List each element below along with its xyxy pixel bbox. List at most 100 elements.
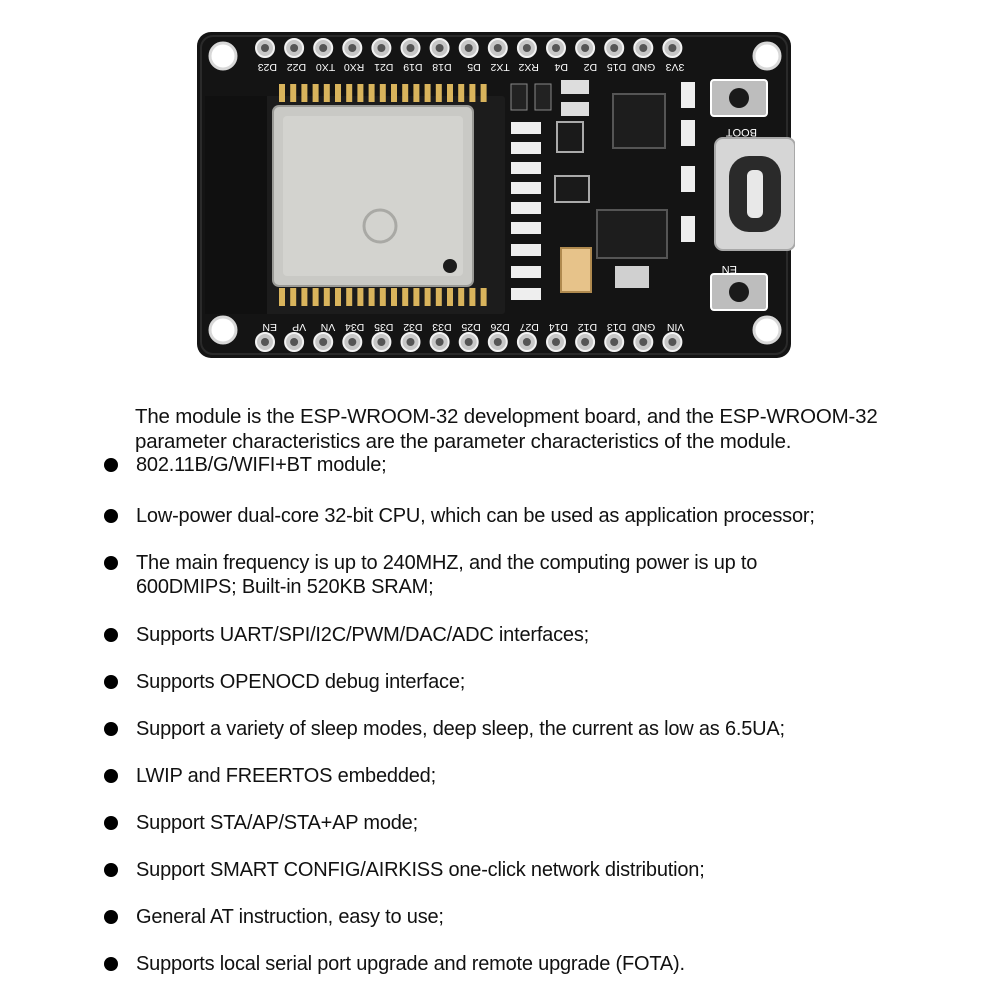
module-pad (435, 288, 442, 306)
feature-item: General AT instruction, easy to use; (104, 905, 444, 929)
module-pad (480, 84, 487, 102)
module-pads-bottom (279, 288, 487, 306)
feature-text: The main frequency is up to 240MHZ, and … (136, 552, 758, 598)
boot-button (710, 79, 768, 117)
header-pin-hole (319, 338, 328, 346)
header-pin-hole (610, 44, 619, 52)
module-pad (480, 288, 487, 306)
header-pin-hole (522, 338, 531, 346)
header-pin-hole (668, 338, 677, 346)
bullet-icon (104, 957, 118, 971)
module-pad (379, 84, 386, 102)
module-pad (346, 288, 353, 306)
esp-wroom-32-module (205, 84, 505, 314)
top-header-pins (255, 38, 683, 58)
top-pin-label: D22 (287, 61, 306, 73)
header-pin-hole (290, 338, 299, 346)
bottom-pin-label: D27 (519, 321, 538, 333)
bottom-pin-label: D35 (374, 321, 393, 333)
header-pin-hole (581, 44, 590, 52)
bullet-icon (104, 722, 118, 736)
module-pad (357, 288, 364, 306)
top-pin-label: GND (632, 61, 656, 73)
bullet-icon (104, 769, 118, 783)
feature-text: Support a variety of sleep modes, deep s… (136, 718, 785, 740)
bottom-header-pins (255, 332, 683, 352)
module-pad (368, 84, 375, 102)
feature-text: Support SMART CONFIG/AIRKISS one-click n… (136, 859, 705, 881)
bottom-pin-label: VN (321, 321, 336, 333)
module-pad (379, 288, 386, 306)
en-button-label: EN (722, 263, 737, 275)
module-pad (424, 84, 431, 102)
module-pad (335, 84, 341, 102)
header-pin-hole (290, 44, 299, 52)
feature-text: General AT instruction, easy to use; (136, 906, 444, 928)
bottom-pin-label: D34 (345, 321, 364, 333)
feature-text: Low-power dual-core 32-bit CPU, which ca… (136, 505, 815, 527)
feature-text: Supports OPENOCD debug interface; (136, 671, 466, 693)
smd-components (510, 80, 695, 300)
module-pad (312, 84, 319, 102)
top-pin-labels: 3V3GNDD15D2D4RX2TX2D5D18D19D21RX0TX0D22D… (258, 61, 685, 73)
header-pin-hole (493, 44, 502, 52)
bullet-icon (104, 910, 118, 924)
en-button (710, 273, 768, 311)
top-pin-label: D23 (258, 61, 277, 73)
header-pin-hole (348, 44, 357, 52)
module-pad (458, 84, 465, 102)
bullet-icon (104, 458, 118, 472)
header-pin-hole (261, 338, 269, 346)
feature-item: Supports UART/SPI/I2C/PWM/DAC/ADC interf… (104, 623, 589, 647)
top-pin-label: D15 (607, 61, 626, 73)
module-pad (301, 288, 308, 306)
bullet-icon (104, 509, 118, 523)
feature-item: Supports OPENOCD debug interface; (104, 670, 465, 694)
module-pad (368, 288, 375, 306)
top-pin-label: D19 (403, 61, 422, 73)
bottom-pin-label: VP (292, 321, 306, 333)
header-pin-hole (348, 338, 357, 346)
bullet-icon (104, 863, 118, 877)
header-pin-hole (377, 44, 386, 52)
header-pin-hole (464, 44, 473, 52)
feature-text: Supports local serial port upgrade and r… (136, 953, 685, 975)
mounting-holes (208, 41, 782, 345)
module-pad (447, 288, 453, 306)
feature-item: LWIP and FREERTOS embedded; (104, 764, 436, 788)
bottom-pin-label: D25 (461, 321, 480, 333)
module-pad (323, 84, 330, 102)
module-pad (391, 84, 397, 102)
top-pin-label: RX0 (344, 61, 365, 73)
module-pad (290, 288, 297, 306)
module-pad (447, 84, 453, 102)
module-pad (335, 288, 341, 306)
top-pin-label: TX2 (490, 61, 509, 73)
module-pad (435, 84, 442, 102)
usb-c-connector (714, 137, 795, 251)
header-pin-hole (261, 44, 269, 52)
module-pad (469, 288, 476, 306)
feature-item: The main frequency is up to 240MHZ, and … (104, 551, 856, 599)
top-pin-label: D5 (467, 61, 481, 73)
header-pin-hole (522, 44, 531, 52)
usb-uart-chip (612, 93, 666, 149)
feature-item: 802.11B/G/WIFI+BT module; (104, 453, 387, 477)
top-pin-label: 3V3 (666, 61, 685, 73)
module-pad (323, 288, 330, 306)
bottom-pin-label: VIN (667, 321, 685, 333)
module-pad (469, 84, 476, 102)
bullet-icon (104, 628, 118, 642)
feature-text: Support STA/AP/STA+AP mode; (136, 812, 418, 834)
header-pin-hole (639, 44, 648, 52)
header-pin-hole (464, 338, 473, 346)
module-pad (346, 84, 353, 102)
header-pin-hole (319, 44, 328, 52)
bottom-pin-label: D26 (490, 321, 509, 333)
module-pad (413, 288, 420, 306)
module-pad (279, 84, 285, 102)
bottom-pin-label: D14 (549, 321, 568, 333)
header-pin-hole (435, 44, 444, 52)
voltage-regulator (596, 209, 668, 259)
